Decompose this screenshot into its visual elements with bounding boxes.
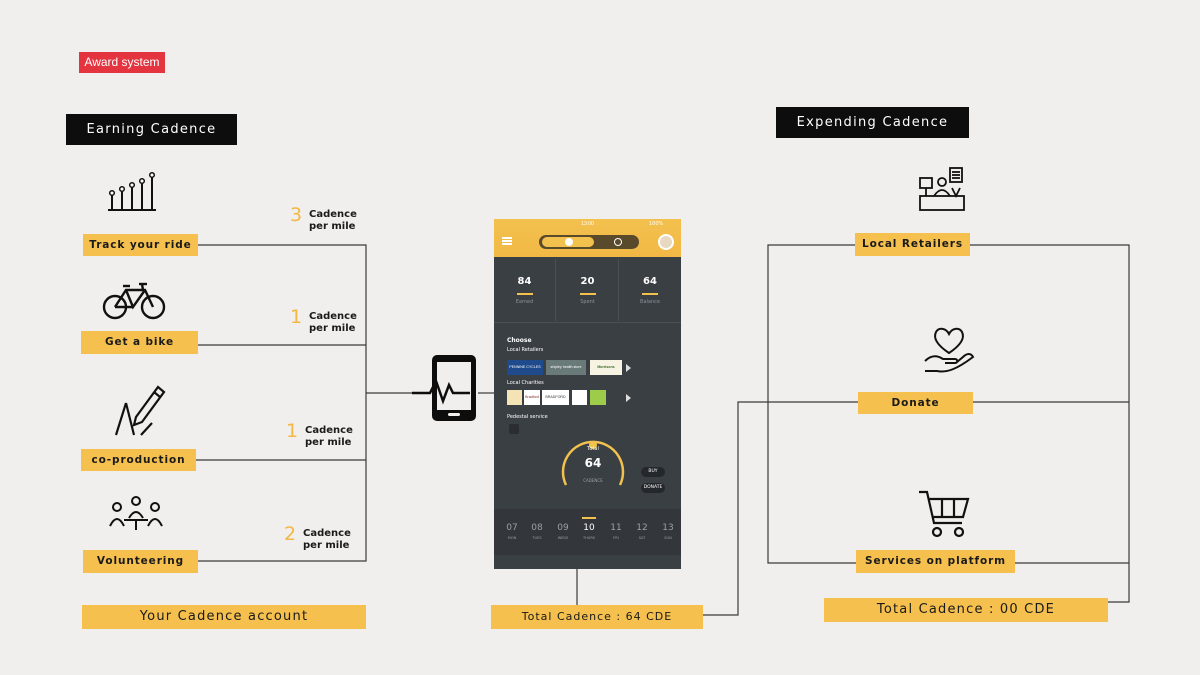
expending-total-cadence-label: Total Cadence : 00 CDE (824, 598, 1108, 622)
rate-get-a-bike: 1 Cadence per mile (290, 306, 370, 337)
charity-logo[interactable] (590, 390, 606, 405)
avatar[interactable] (658, 234, 674, 250)
stat-balance: 64 Balance (619, 259, 681, 321)
expending-cadence-heading: Expending Cadence (776, 107, 969, 138)
stat-spent: 20 Spent (557, 259, 619, 321)
total-gauge (561, 440, 625, 486)
rate-unit: Cadence (305, 425, 353, 436)
charity-logo[interactable]: BRADFORD CAPITAL of CYCLING (542, 390, 569, 405)
stat-value: 64 (643, 276, 657, 287)
mode-toggle[interactable] (539, 235, 639, 249)
charity-logo[interactable] (507, 390, 522, 405)
charity-logo[interactable]: Bradford Charity (524, 390, 540, 405)
retailer-logo[interactable]: PENNINE CYCLES (507, 360, 543, 375)
rate-number: 3 (290, 204, 303, 226)
charity-logo[interactable] (572, 390, 587, 405)
phone-header: 13:00 100% (494, 219, 681, 257)
bicycle-icon (102, 282, 166, 320)
stat-label: Earned (515, 299, 534, 305)
rate-per: per mile (309, 323, 356, 334)
volunteers-icon (109, 496, 163, 530)
rate-per: per mile (305, 437, 352, 448)
retailer-logo[interactable]: Morrisons (590, 360, 622, 375)
award-system-tag: Award system (79, 52, 165, 73)
local-retailers-label: Local Retailers (855, 233, 970, 256)
get-a-bike-label: Get a bike (81, 331, 198, 354)
pencil-icon (114, 385, 166, 436)
buy-button[interactable]: BUY (641, 467, 665, 477)
total-unit: CADENCE (583, 478, 603, 483)
track-your-ride-label: Track your ride (83, 234, 198, 256)
stat-label: Balance (640, 299, 660, 305)
status-time: 13:00 (581, 221, 594, 227)
total-value: 64 (584, 456, 602, 470)
cadence-mode-icon[interactable] (565, 238, 573, 246)
total-caption: Total (587, 446, 599, 452)
rate-number: 1 (286, 420, 299, 442)
rate-number: 2 (284, 523, 297, 545)
stats-row: 84 Earned 20 Spent 64 Balance (494, 259, 681, 321)
local-retailers-heading: Local Retailers (507, 347, 544, 353)
co-production-label: co-production (81, 449, 196, 471)
rate-co-production: 1 Cadence per mile (286, 420, 366, 451)
stat-value: 20 (580, 276, 595, 287)
rate-per: per mile (309, 221, 356, 232)
donate-button[interactable]: DONATE (641, 483, 665, 493)
rate-per: per mile (303, 540, 350, 551)
volunteering-label: Volunteering (83, 550, 198, 573)
phone-heartbeat-icon (412, 355, 476, 421)
battery-status: 100% (649, 221, 664, 227)
menu-icon[interactable] (502, 237, 512, 245)
rate-volunteering: 2 Cadence per mile (284, 523, 364, 554)
currency-mode-icon[interactable] (614, 238, 622, 246)
retailer-logo[interactable]: shipley health store (546, 360, 586, 375)
center-total-cadence-label: Total Cadence : 64 CDE (491, 605, 703, 629)
local-charities-heading: Local Charities (507, 380, 544, 386)
pedestal-heading: Pedestal service (507, 414, 548, 420)
pedestal-service-icon[interactable] (509, 424, 519, 434)
next-charities-arrow[interactable] (626, 394, 631, 402)
services-on-platform-label: Services on platform (856, 550, 1015, 573)
rate-track-your-ride: 3 Cadence per mile (290, 204, 370, 235)
rate-unit: Cadence (309, 311, 357, 322)
stat-value: 84 (517, 276, 532, 287)
rate-unit: Cadence (303, 528, 351, 539)
shopping-cart-icon (919, 490, 970, 538)
phone-mockup: 13:00 100% 84 Earned 20 Spent 64 Balance… (494, 219, 681, 569)
next-retailers-arrow[interactable] (626, 364, 631, 372)
rate-unit: Cadence (309, 209, 357, 220)
donate-label: Donate (858, 392, 973, 414)
stat-label: Spent (580, 299, 595, 305)
rate-number: 1 (290, 306, 303, 328)
heart-hand-icon (924, 327, 975, 373)
retail-shop-icon (919, 167, 965, 211)
your-cadence-account-label: Your Cadence account (82, 605, 366, 629)
choose-heading: Choose (507, 337, 532, 344)
earning-cadence-heading: Earning Cadence (66, 114, 237, 145)
total-display: Total 64 CADENCE (558, 434, 628, 494)
bar-chart-icon (108, 171, 156, 211)
stat-earned: 84 Earned (494, 259, 556, 321)
